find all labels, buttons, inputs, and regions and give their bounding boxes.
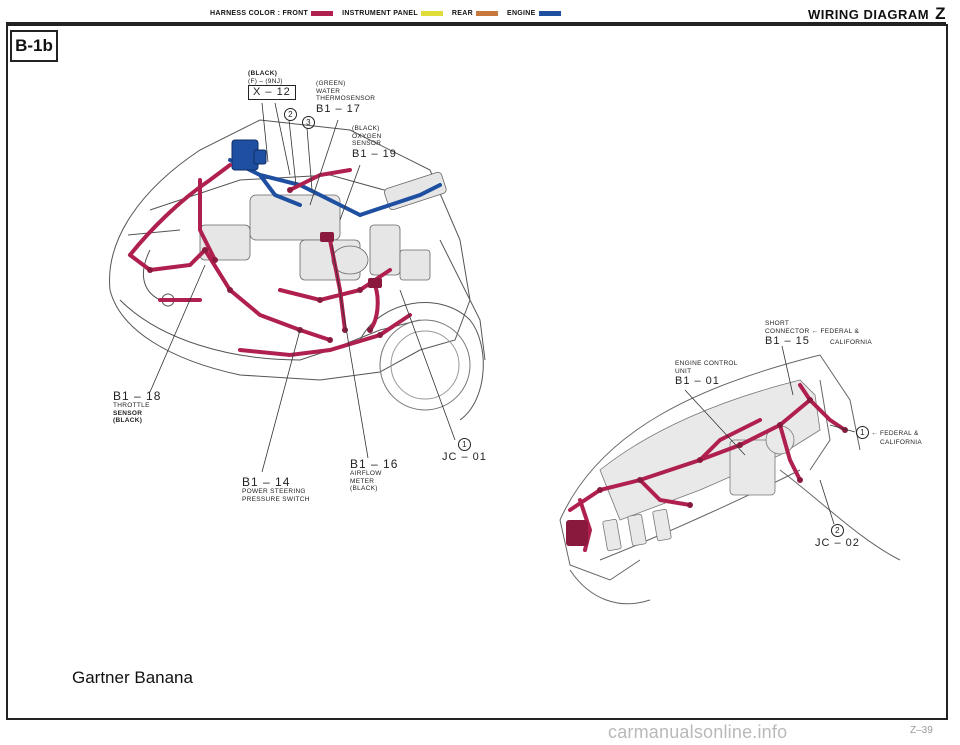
label-jc01: 1 JC – 01 bbox=[442, 438, 487, 463]
b114-name2: PRESSURE SWITCH bbox=[242, 495, 310, 503]
b114-name1: POWER STEERING bbox=[242, 488, 306, 495]
b119-name2: SENSOR bbox=[352, 140, 382, 147]
legend-item-front: HARNESS COLOR : FRONT bbox=[210, 9, 334, 17]
b101-name2: UNIT bbox=[675, 367, 692, 375]
b115-note2: CALIFORNIA bbox=[830, 339, 873, 346]
b117-code: B1 – 17 bbox=[316, 102, 361, 115]
b118-code: B1 – 18 bbox=[113, 389, 162, 403]
b118-color: (BLACK) bbox=[113, 417, 143, 424]
legend-label: ENGINE bbox=[506, 9, 536, 17]
label-b101: ENGINE CONTROL UNIT B1 – 01 bbox=[675, 360, 738, 387]
b101-code: B1 – 01 bbox=[675, 375, 720, 387]
legend-label: REAR bbox=[451, 9, 473, 17]
page-number: Z–39 bbox=[910, 725, 933, 736]
legend-swatch-engine bbox=[538, 10, 561, 16]
diagram-frame bbox=[6, 24, 948, 720]
circle-3-icon: 3 bbox=[302, 116, 315, 129]
x12-variant: (F) – (9NJ) bbox=[248, 77, 283, 85]
legend-item-engine: ENGINE bbox=[507, 10, 561, 17]
legend-label: INSTRUMENT PANEL bbox=[342, 9, 418, 17]
b116-color: (BLACK) bbox=[350, 485, 378, 492]
circle-1-icon: 1 bbox=[457, 438, 471, 451]
watermark-text: carmanualsonline.info bbox=[608, 722, 788, 742]
document-title: WIRING DIAGRAM Z bbox=[808, 4, 946, 24]
instrument-connectors bbox=[566, 397, 848, 546]
b119-name1: OXYGEN bbox=[352, 132, 382, 140]
b117-name2: THERMOSENSOR bbox=[316, 95, 376, 102]
section-badge: B-1b bbox=[10, 30, 58, 62]
b119-color: (BLACK) bbox=[352, 125, 380, 132]
caption-text: Gartner Banana bbox=[72, 668, 193, 687]
label-x12: (BLACK) (F) – (9NJ) X – 12 bbox=[248, 70, 296, 100]
b116-code: B1 – 16 bbox=[350, 457, 399, 471]
title-text: WIRING DIAGRAM bbox=[808, 7, 930, 22]
x12-code: X – 12 bbox=[248, 85, 296, 100]
engine-components bbox=[199, 171, 447, 281]
label-b115: SHORT CONNECTOR ← FEDERAL & B1 – 15 CALI… bbox=[765, 320, 872, 347]
b115-code: B1 – 15 bbox=[765, 335, 810, 347]
b115-note: ← FEDERAL & bbox=[811, 327, 860, 335]
label-b114: B1 – 14 POWER STEERING PRESSURE SWITCH bbox=[242, 476, 310, 503]
dash-leader-lines bbox=[684, 345, 856, 525]
b119-code: B1 – 19 bbox=[352, 147, 397, 160]
legend-swatch-instrument-panel bbox=[420, 10, 443, 16]
label-dash-circle-1: 1 ← FEDERAL & CALIFORNIA bbox=[856, 426, 922, 447]
legend-item-instrument-panel: INSTRUMENT PANEL bbox=[342, 10, 443, 17]
jc01-code: JC – 01 bbox=[442, 451, 487, 463]
circle-2-icon: 2 bbox=[830, 524, 844, 537]
dashboard-panel bbox=[599, 379, 821, 552]
b115-name2: CONNECTOR bbox=[765, 327, 810, 335]
b101-name1: ENGINE CONTROL bbox=[675, 360, 738, 367]
label-b119: (BLACK) OXYGEN SENSOR B1 – 19 bbox=[352, 125, 397, 160]
dash-circle-1-note: ← FEDERAL & bbox=[871, 430, 919, 437]
label-b116: B1 – 16 AIRFLOW METER (BLACK) bbox=[350, 458, 398, 493]
b117-name1: WATER bbox=[316, 87, 341, 95]
header-rule bbox=[6, 22, 946, 24]
circle-2-icon: 2 bbox=[284, 108, 297, 121]
b117-color: (GREEN) bbox=[316, 80, 346, 87]
label-b118: B1 – 18 THROTTLE SENSOR (BLACK) bbox=[113, 390, 161, 425]
dash-circle-1-note2: CALIFORNIA bbox=[880, 439, 923, 446]
engine-leader-lines bbox=[149, 102, 456, 473]
harness-color-legend: HARNESS COLOR : FRONT INSTRUMENT PANEL R… bbox=[210, 7, 570, 19]
label-jc02: 2 JC – 02 bbox=[815, 524, 860, 549]
label-b117: (GREEN) WATER THERMOSENSOR B1 – 17 bbox=[316, 80, 375, 115]
b118-name1: THROTTLE bbox=[113, 402, 150, 409]
legend-swatch-front bbox=[311, 10, 334, 16]
legend-item-rear: REAR bbox=[452, 10, 498, 17]
label-circle-2: 2 bbox=[284, 108, 297, 121]
legend-swatch-rear bbox=[475, 10, 498, 16]
b116-name1: AIRFLOW bbox=[350, 470, 382, 477]
dashboard-outline bbox=[559, 354, 901, 605]
label-circle-3: 3 bbox=[302, 116, 315, 129]
legend-title: HARNESS COLOR : FRONT bbox=[210, 9, 309, 17]
b115-name1: SHORT bbox=[765, 320, 790, 327]
circle-1-icon: 1 bbox=[856, 426, 869, 439]
b114-code: B1 – 14 bbox=[242, 475, 291, 489]
b116-name2: METER bbox=[350, 477, 375, 485]
x12-color: (BLACK) bbox=[248, 70, 278, 77]
jc02-code: JC – 02 bbox=[815, 537, 860, 549]
b118-name2: SENSOR bbox=[113, 409, 143, 417]
engine-harness-block bbox=[231, 139, 267, 171]
section-letter: Z bbox=[935, 4, 946, 23]
